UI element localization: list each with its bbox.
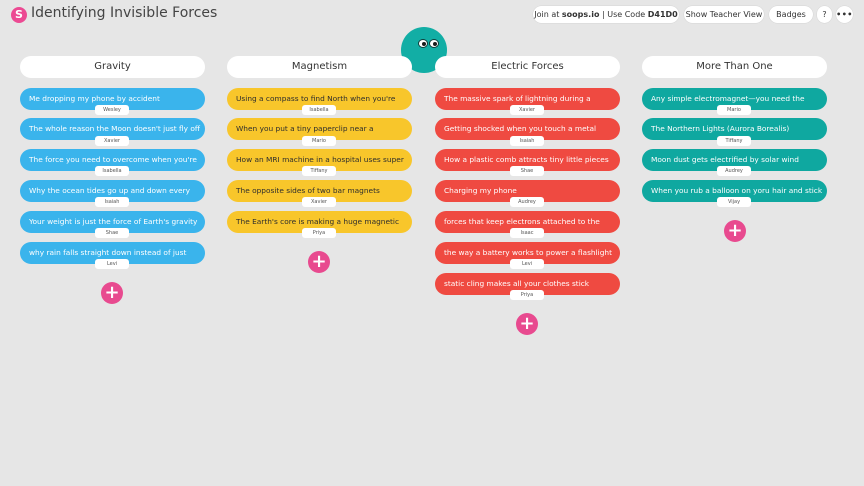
card-author: Mario	[717, 105, 751, 115]
card-author: Isaiah	[510, 136, 544, 146]
join-site: soops.io	[561, 10, 600, 19]
card[interactable]: Charging my phone	[435, 180, 620, 202]
card[interactable]: The massive spark of lightning during a	[435, 88, 620, 110]
card-author: Tiffany	[302, 166, 336, 176]
card[interactable]: Using a compass to find North when you'r…	[227, 88, 412, 110]
card-author: Isaac	[510, 228, 544, 238]
card-author: Priya	[302, 228, 336, 238]
column-header-electric-forces: Electric Forces	[435, 56, 620, 78]
card-author: Levi	[510, 259, 544, 269]
card[interactable]: How an MRI machine in a hospital uses su…	[227, 149, 412, 171]
mascot-right-eye	[429, 39, 439, 48]
card-author: Isabella	[302, 105, 336, 115]
page-title: Identifying Invisible Forces	[31, 5, 218, 21]
card[interactable]: Moon dust gets electrified by solar wind	[642, 149, 827, 171]
help-button[interactable]: ?	[817, 6, 832, 23]
show-teacher-view-button[interactable]: Show Teacher View	[684, 6, 764, 23]
card[interactable]: The Northern Lights (Aurora Borealis)	[642, 118, 827, 140]
card[interactable]: why rain falls straight down instead of …	[20, 242, 205, 264]
card[interactable]: Why the ocean tides go up and down every	[20, 180, 205, 202]
card-author: Audrey	[717, 166, 751, 176]
card[interactable]: Me dropping my phone by accident	[20, 88, 205, 110]
column-header-magnetism: Magnetism	[227, 56, 412, 78]
card-author: Wesley	[95, 105, 129, 115]
add-card-button[interactable]: +	[516, 313, 538, 335]
add-card-button[interactable]: +	[101, 282, 123, 304]
card[interactable]: Any simple electromagnet—you need the	[642, 88, 827, 110]
add-card-button[interactable]: +	[308, 251, 330, 273]
join-code: D41D0	[647, 10, 678, 19]
join-code-button[interactable]: Join at soops.io | Use Code D41D0	[533, 6, 679, 23]
card-author: Shae	[510, 166, 544, 176]
card[interactable]: Your weight is just the force of Earth's…	[20, 211, 205, 233]
add-card-button[interactable]: +	[724, 220, 746, 242]
app-logo-icon: S	[11, 7, 27, 23]
card-author: Isaiah	[95, 197, 129, 207]
card-author: Xavier	[302, 197, 336, 207]
card-author: Audrey	[510, 197, 544, 207]
badges-button[interactable]: Badges	[769, 6, 813, 23]
more-options-button[interactable]: •••	[836, 6, 853, 23]
column-header-gravity: Gravity	[20, 56, 205, 78]
card[interactable]: When you put a tiny paperclip near a	[227, 118, 412, 140]
card-author: Levi	[95, 259, 129, 269]
card[interactable]: The force you need to overcome when you'…	[20, 149, 205, 171]
card-author: Isabella	[95, 166, 129, 176]
join-prefix: Join at	[534, 10, 562, 19]
top-bar: S Identifying Invisible Forces Join at s…	[0, 0, 864, 30]
card[interactable]: How a plastic comb attracts tiny little …	[435, 149, 620, 171]
card-author: Shae	[95, 228, 129, 238]
card[interactable]: the way a battery works to power a flash…	[435, 242, 620, 264]
card-author: Vijay	[717, 197, 751, 207]
card[interactable]: The Earth's core is making a huge magnet…	[227, 211, 412, 233]
card[interactable]: static cling makes all your clothes stic…	[435, 273, 620, 295]
card[interactable]: forces that keep electrons attached to t…	[435, 211, 620, 233]
card-author: Priya	[510, 290, 544, 300]
card-author: Tiffany	[717, 136, 751, 146]
column-header-more-than-one: More Than One	[642, 56, 827, 78]
mascot-left-eye	[418, 39, 428, 48]
card-author: Xavier	[95, 136, 129, 146]
join-mid: | Use Code	[599, 10, 648, 19]
card-author: Mario	[302, 136, 336, 146]
card[interactable]: The opposite sides of two bar magnets	[227, 180, 412, 202]
card[interactable]: The whole reason the Moon doesn't just f…	[20, 118, 205, 140]
card-author: Xavier	[510, 105, 544, 115]
card[interactable]: Getting shocked when you touch a metal	[435, 118, 620, 140]
card[interactable]: When you rub a balloon on yoru hair and …	[642, 180, 827, 202]
